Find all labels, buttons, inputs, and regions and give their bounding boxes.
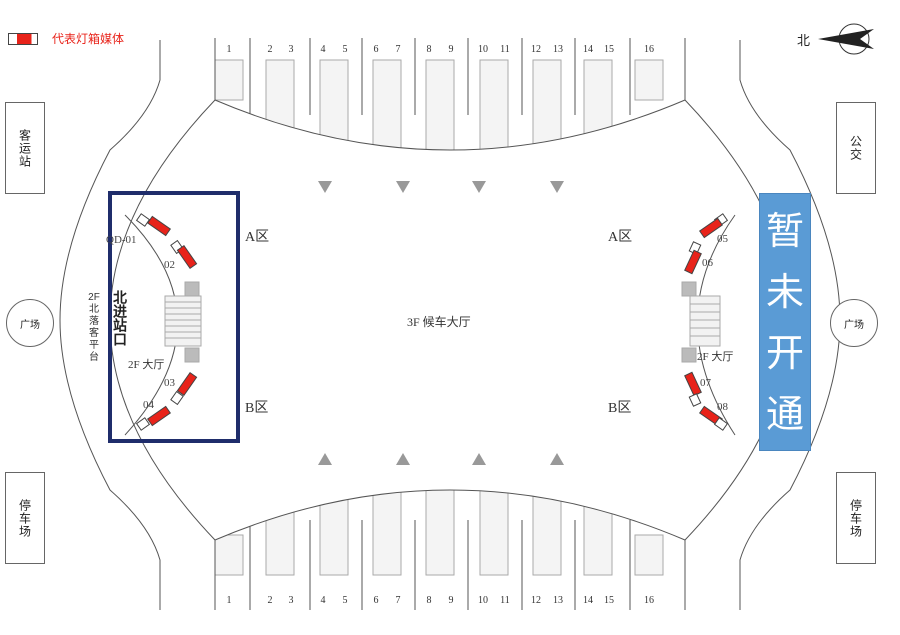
bottom-platform-number: 3 [289, 595, 294, 606]
top-platform-number: 9 [449, 44, 454, 55]
waiting-hall-label: 3F 候车大厅 [407, 314, 471, 329]
top-platform-stair [634, 59, 664, 101]
north-gate-highlight [108, 191, 240, 443]
top-platform-number: 7 [396, 44, 401, 55]
up-arrows [318, 453, 564, 465]
side-label-bus: 公交 [848, 135, 863, 161]
compass: 北 [797, 22, 876, 56]
side-box-bus-station: 客运站 [5, 102, 45, 194]
media-label-08: 08 [717, 401, 729, 413]
top-platform-stair [319, 59, 349, 151]
top-platform-number: 6 [374, 44, 379, 55]
east-media-boxes [684, 213, 729, 431]
bottom-platform-number: 7 [396, 595, 401, 606]
top-platform-number: 12 [531, 44, 541, 55]
bottom-platform-number: 13 [553, 595, 563, 606]
top-platform-stair [479, 59, 509, 161]
zone-a-west: A区 [245, 229, 269, 245]
bottom-platform-number: 11 [500, 595, 510, 606]
top-platform-number: 5 [343, 44, 348, 55]
bottom-platform-number: 16 [644, 595, 654, 606]
west-2f-hall-label: 2F 大厅 [128, 357, 164, 371]
down-arrows [318, 181, 564, 193]
top-platform-number: 1 [227, 44, 232, 55]
bottom-platform-number: 1 [227, 595, 232, 606]
bottom-platform-number: 12 [531, 595, 541, 606]
top-platform-number: 14 [583, 44, 593, 55]
plaza-east: 广场 [830, 299, 878, 347]
media-label-06: 06 [702, 257, 714, 269]
north-dropoff-platform-label: 2F 北落客平台 [88, 292, 100, 363]
top-platform-number: 4 [321, 44, 326, 55]
bottom-platform-number: 5 [343, 595, 348, 606]
top-platform-number: 8 [427, 44, 432, 55]
zone-a-east: A区 [608, 229, 632, 245]
media-label-07: 07 [700, 377, 712, 389]
top-platform-number: 10 [478, 44, 488, 55]
bottom-platform-number: 15 [604, 595, 614, 606]
side-box-parking-east: 停车场 [836, 472, 876, 564]
bottom-platform-stair [214, 534, 244, 576]
top-platform-number: 15 [604, 44, 614, 55]
side-label-parking-east: 停车场 [848, 498, 863, 538]
top-platform-number: 11 [500, 44, 510, 55]
top-platform-stair [532, 59, 562, 151]
side-label-parking-west: 停车场 [17, 498, 32, 538]
top-platform-number: 13 [553, 44, 563, 55]
bottom-platform-number: 6 [374, 595, 379, 606]
side-box-bus: 公交 [836, 102, 876, 194]
zone-b-east: B区 [608, 400, 631, 416]
bottom-platform-number: 2 [268, 595, 273, 606]
not-open-notice: 暂 未 开 通 [759, 193, 811, 451]
top-platform-number: 3 [289, 44, 294, 55]
plaza-west: 广场 [6, 299, 54, 347]
legend-label: 代表灯箱媒体 [52, 32, 125, 46]
side-box-parking-west: 停车场 [5, 472, 45, 564]
compass-north-label: 北 [797, 32, 811, 48]
west-media-boxes [135, 213, 198, 431]
media-label-05: 05 [717, 233, 729, 245]
east-stairs [681, 281, 721, 363]
bottom-platform-number: 9 [449, 595, 454, 606]
east-2f-hall-label: 2F 大厅 [697, 349, 733, 363]
top-platform-stair [214, 59, 244, 101]
media-label-03: 03 [164, 377, 176, 389]
legend: 代表灯箱媒体 [8, 30, 124, 47]
bottom-platform-number: 4 [321, 595, 326, 606]
bottom-platform-number: 10 [478, 595, 488, 606]
top-platform-number: 2 [268, 44, 273, 55]
notice-char-3: 开 [765, 330, 804, 375]
side-label-bus-station: 客运站 [17, 128, 32, 168]
notice-char-4: 通 [765, 391, 804, 436]
west-stairs [164, 281, 202, 363]
notice-char-1: 暂 [765, 208, 804, 253]
bottom-platform-number: 8 [427, 595, 432, 606]
bottom-platform-stair [634, 534, 664, 576]
top-platform-stair [372, 59, 402, 161]
media-label-02: 02 [164, 259, 175, 271]
notice-char-2: 未 [765, 269, 804, 314]
top-platform-number: 16 [644, 44, 654, 55]
north-entrance-label: 北进站口 [112, 290, 128, 346]
zone-b-west: B区 [245, 400, 268, 416]
top-platform-stair [425, 59, 455, 166]
north-arrow-icon [818, 23, 875, 55]
media-label-qd01: QD-01 [106, 234, 137, 246]
lightbox-swatch-icon [8, 32, 38, 45]
bottom-platform-number: 14 [583, 595, 593, 606]
media-label-04: 04 [143, 399, 155, 411]
